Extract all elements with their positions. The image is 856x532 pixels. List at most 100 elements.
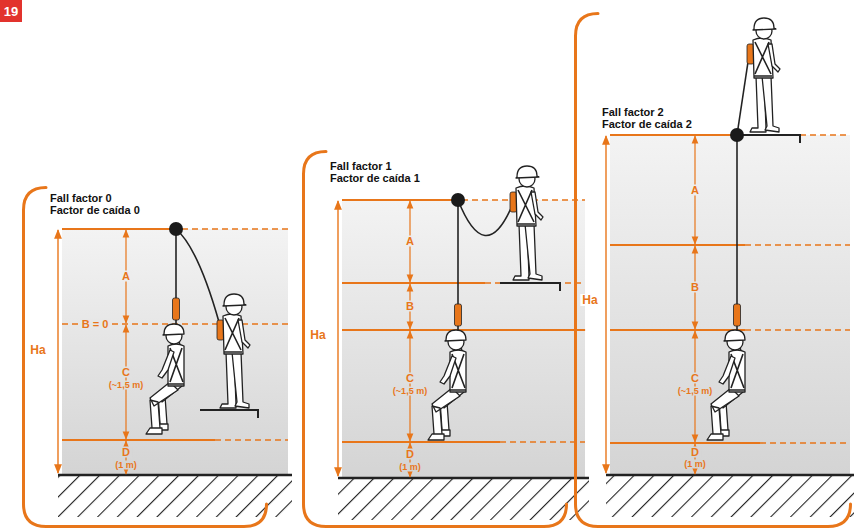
dimension-arrow <box>694 444 695 474</box>
dimension-label: A <box>120 271 132 282</box>
leg <box>762 76 779 132</box>
dimension-arrow <box>694 246 695 329</box>
panel-title: Fall factor 2 <box>602 106 692 118</box>
helmet <box>724 330 745 341</box>
anchor-point <box>169 222 183 236</box>
ground-hatching <box>606 475 854 517</box>
fall-scene <box>338 166 589 520</box>
dimension-label: B <box>689 282 701 293</box>
dimension-label: (1 m) <box>113 461 139 470</box>
height-label: Ha <box>28 344 47 356</box>
level-line <box>342 199 462 201</box>
level-line <box>610 442 760 444</box>
dimension-label: (~1,5 m) <box>391 387 429 396</box>
fallen-worker <box>428 330 466 440</box>
panel-heading: Fall factor 2Factor de caída 2 <box>602 106 692 130</box>
dimension-label: D <box>120 447 132 458</box>
clearance-zone <box>62 229 288 475</box>
dimension-arrow <box>694 331 695 442</box>
panel-heading: Fall factor 0Factor de caída 0 <box>50 192 140 216</box>
level-line <box>342 329 585 331</box>
figure-number: 19 <box>0 0 22 22</box>
level-line <box>62 439 215 441</box>
dimension-arrow <box>409 201 410 282</box>
dimension-arrow <box>409 331 410 441</box>
level-line <box>342 282 485 284</box>
anchor-point <box>451 193 465 207</box>
arm <box>531 192 543 220</box>
level-line-dashed <box>182 228 288 230</box>
dimension-arrow <box>125 441 126 474</box>
height-dimension <box>57 230 58 473</box>
dimension-label: (1 m) <box>397 463 423 472</box>
absorber <box>734 304 741 326</box>
leg <box>525 224 542 280</box>
panel-title: Fall factor 0 <box>50 192 140 204</box>
arm <box>158 350 174 378</box>
ground-hatching <box>58 475 292 517</box>
level-line-dashed <box>215 439 288 441</box>
dimension-arrow <box>409 284 410 329</box>
panel-bracket <box>574 12 852 528</box>
height-dimension <box>605 136 606 473</box>
panel-title: Factor de caída 2 <box>602 118 692 130</box>
arm <box>719 356 735 384</box>
height-dimension <box>337 201 338 476</box>
level-line <box>610 244 745 246</box>
arm <box>768 44 780 72</box>
fall-factor-panel: Fall factor 2Factor de caída 2 <box>574 12 852 528</box>
leg <box>146 382 178 434</box>
leg <box>428 388 460 440</box>
panel-title: Factor de caída 0 <box>50 204 140 216</box>
panel-title: Fall factor 1 <box>330 160 420 172</box>
anchor-point <box>730 128 744 142</box>
helmet <box>516 166 539 178</box>
absorber <box>455 304 462 326</box>
helmet <box>223 294 246 306</box>
clearance-zone <box>610 135 850 475</box>
standing-worker <box>510 166 543 280</box>
fall-scene <box>58 222 292 517</box>
fallen-worker <box>707 330 745 440</box>
panel-title: Factor de caída 1 <box>330 172 420 184</box>
dimension-arrow <box>409 443 410 477</box>
height-label: Ha <box>308 329 327 341</box>
height-label: Ha <box>580 294 599 306</box>
dimension-label: B = 0 <box>80 319 111 330</box>
ground-line <box>338 477 589 480</box>
dimension-label: (~1,5 m) <box>676 387 714 396</box>
lanyard <box>736 135 738 330</box>
dimension-label: C <box>404 373 416 384</box>
level-line <box>610 134 740 136</box>
fallen-worker <box>146 324 184 434</box>
level-line-dashed <box>760 442 850 444</box>
fall-scene <box>606 18 854 517</box>
lanyard <box>458 200 512 236</box>
panel-bracket <box>22 186 268 528</box>
lanyard <box>176 229 219 322</box>
ground-line <box>58 474 292 477</box>
dimension-arrow <box>125 230 126 323</box>
dimension-label: B <box>404 301 416 312</box>
dimension-label: C <box>689 373 701 384</box>
clearance-zone <box>342 200 585 478</box>
dimension-arrow <box>125 325 126 439</box>
platform <box>500 283 560 291</box>
level-line <box>62 228 182 230</box>
dimension-label: D <box>689 447 701 458</box>
helmet <box>445 330 466 341</box>
panel-heading: Fall factor 1Factor de caída 1 <box>330 160 420 184</box>
dimension-label: A <box>689 185 701 196</box>
panel-bracket-line <box>304 152 567 527</box>
fall-factor-panel: Fall factor 0Factor de caída 0 <box>22 186 268 528</box>
lanyard <box>737 62 748 135</box>
absorber <box>173 298 180 320</box>
leg <box>707 388 739 440</box>
arm <box>440 356 456 384</box>
dimension-label: (~1,5 m) <box>107 381 145 390</box>
panel-bracket <box>302 150 568 528</box>
platform <box>200 410 258 418</box>
dimension-label: A <box>404 236 416 247</box>
platform <box>735 135 800 143</box>
